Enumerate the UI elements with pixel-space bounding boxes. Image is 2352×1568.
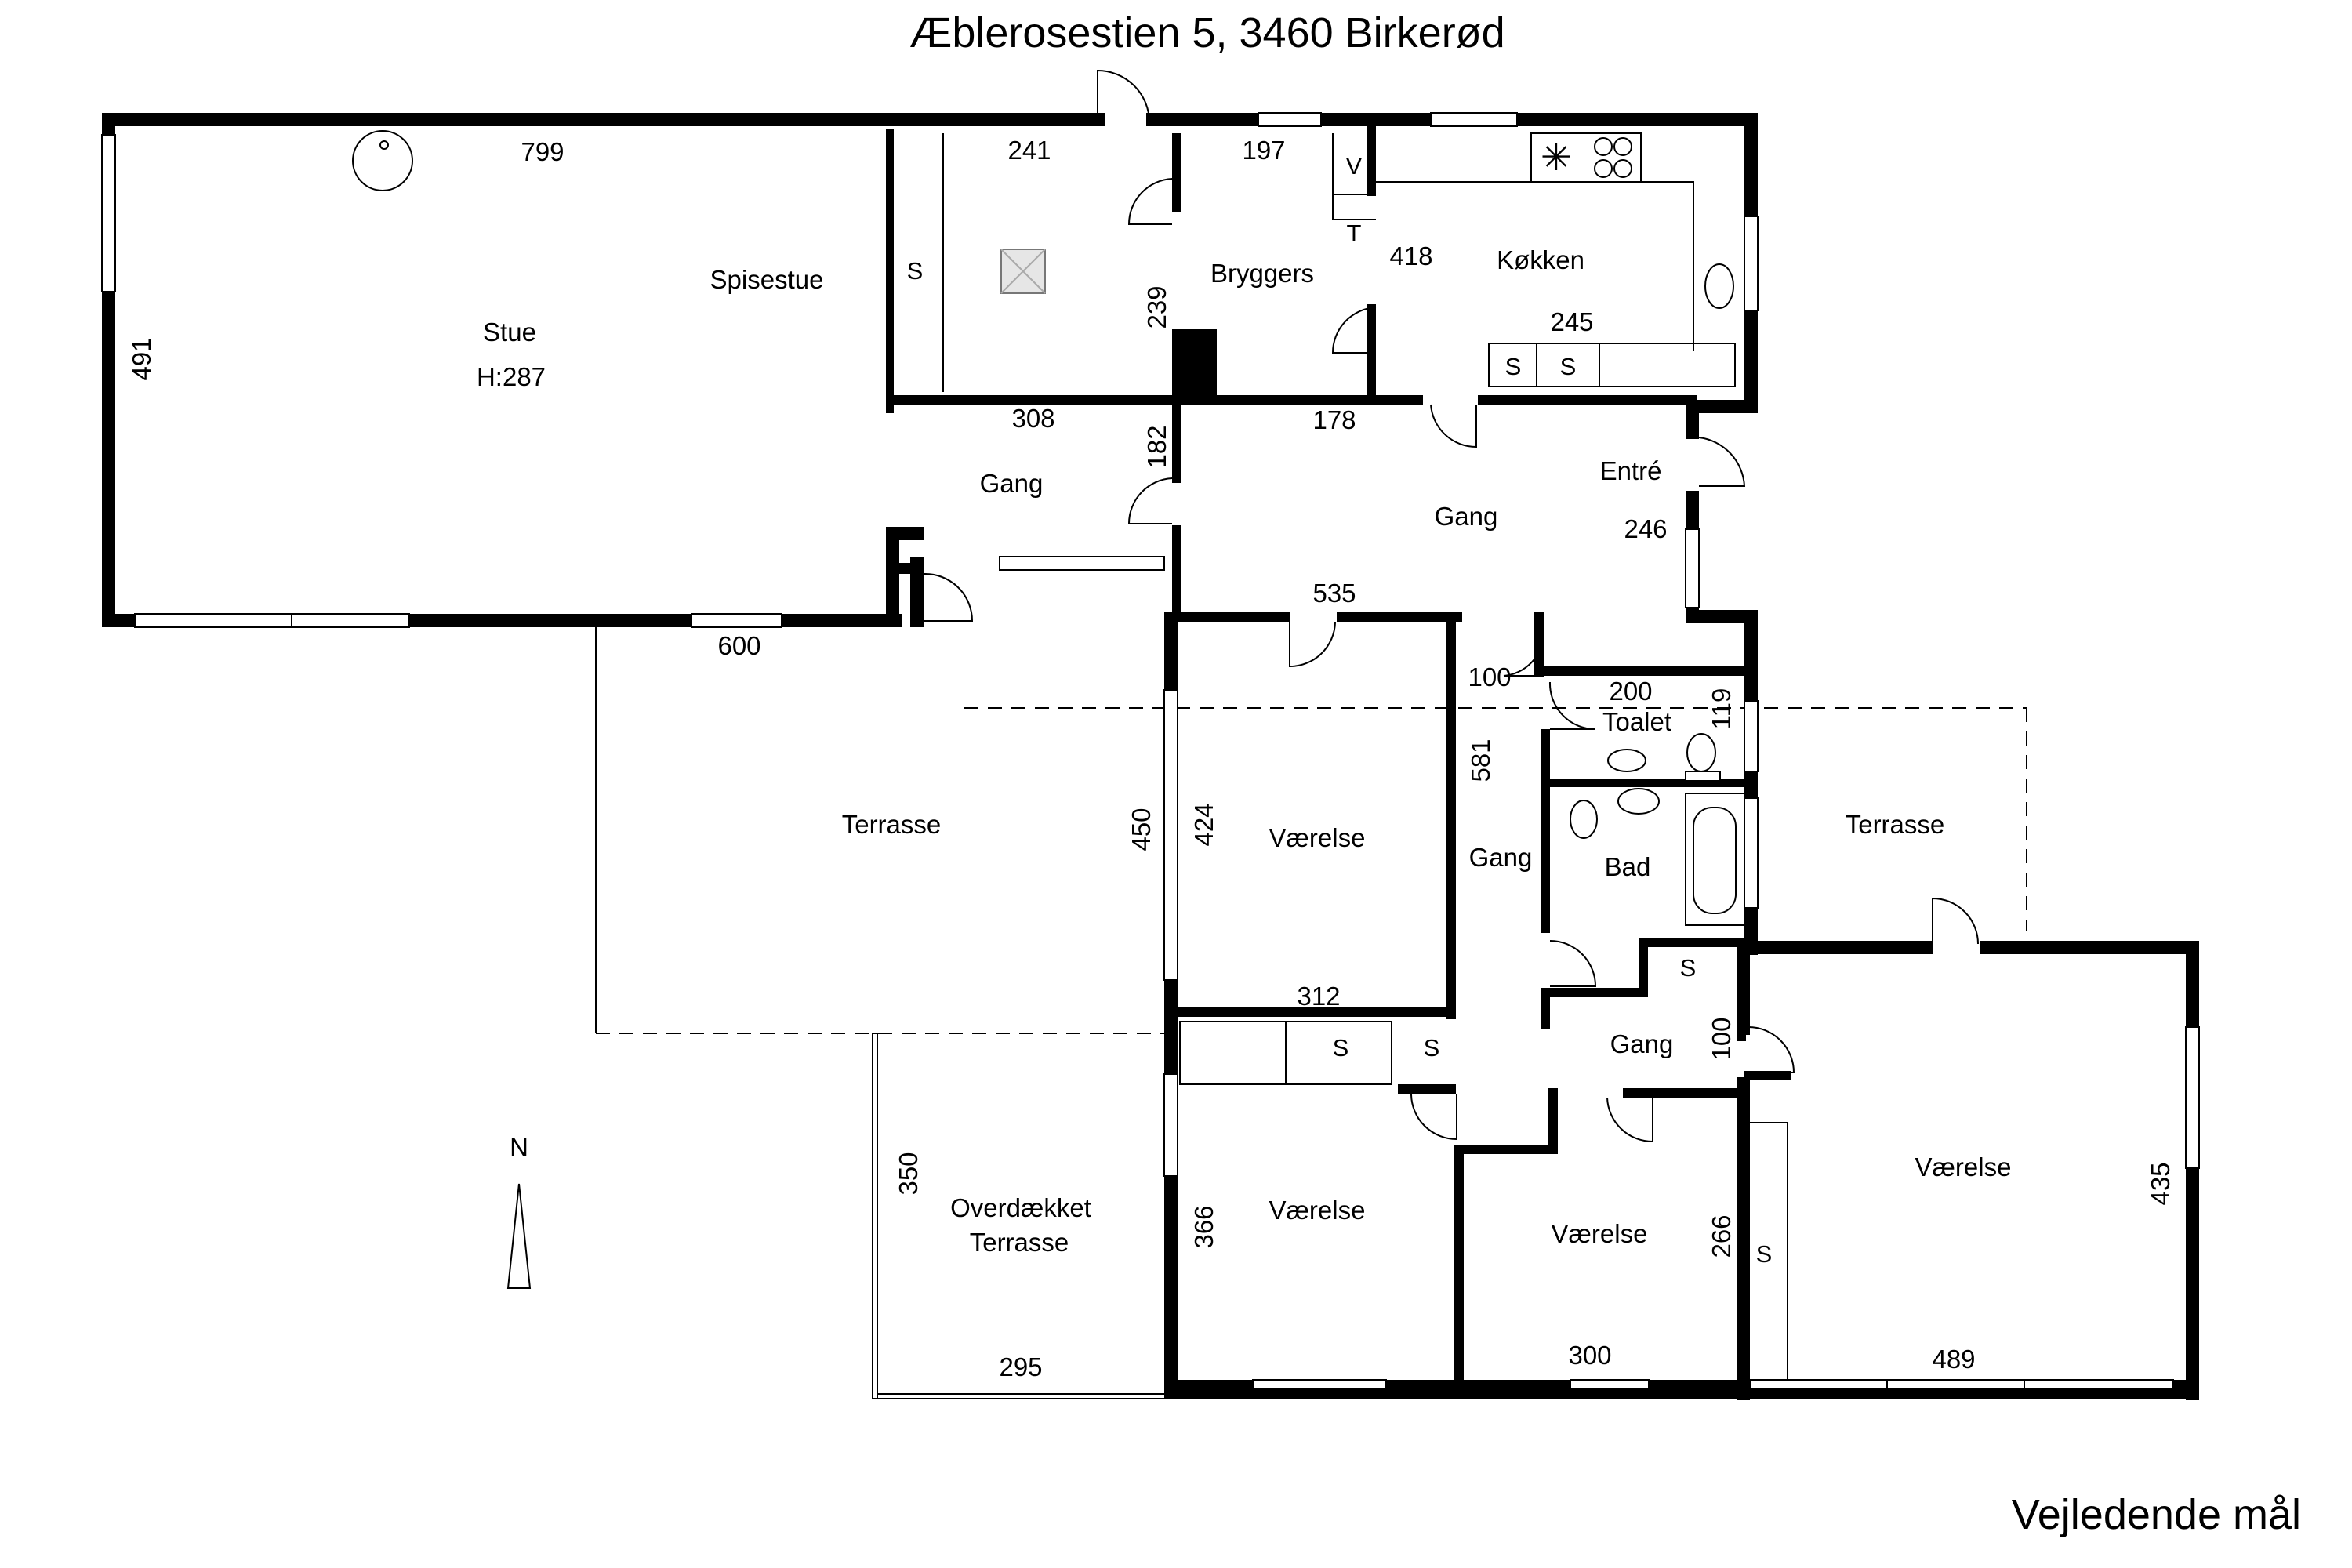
room-label-stue: Stue [483, 318, 536, 347]
round-table-icon [352, 130, 413, 191]
room-label-gang: Gang [1610, 1029, 1674, 1058]
dim-label: 418 [1389, 241, 1432, 270]
room-label-vaerelse: Værelse [1915, 1152, 2012, 1181]
dim-label: 600 [717, 631, 760, 660]
windows [101, 112, 2200, 1390]
dim-label: 435 [2146, 1162, 2175, 1205]
room-label-gang: Gang [980, 469, 1044, 498]
closet-label: S [907, 257, 924, 285]
room-label-kokken: Køkken [1497, 245, 1584, 274]
dim-label: 535 [1312, 579, 1356, 608]
toilet-icon [1686, 733, 1716, 772]
extractor-fan-icon: ✳ [1541, 137, 1572, 179]
fixture-labels: S V T S S S S S S [907, 152, 1773, 1268]
dim-label: 241 [1007, 136, 1051, 165]
room-label-spisestue: Spisestue [710, 265, 824, 294]
dim-label: 266 [1707, 1214, 1736, 1258]
closet-label: S [1505, 353, 1522, 380]
closet-label: S [1560, 353, 1577, 380]
compass-north-label: N [510, 1133, 528, 1162]
hand-basin-icon [1607, 749, 1646, 772]
dim-label: 489 [1932, 1345, 1975, 1374]
dim-label: 312 [1297, 982, 1340, 1011]
room-label-overdaekket-terrasse: Terrasse [970, 1228, 1069, 1257]
dim-label: 366 [1189, 1205, 1218, 1248]
dim-label: 200 [1609, 677, 1652, 706]
dim-label: 581 [1466, 739, 1495, 782]
room-label-vaerelse: Værelse [1269, 823, 1366, 852]
dim-label: 450 [1127, 808, 1156, 851]
bath-toilet-icon [1570, 800, 1598, 839]
dim-label: 197 [1242, 136, 1285, 165]
dimension-labels: 799 491 600 241 239 308 182 197 418 245 … [127, 136, 2175, 1381]
dim-label: 239 [1142, 285, 1171, 328]
room-label-terrasse: Terrasse [1846, 810, 1945, 839]
dim-label: 100 [1468, 662, 1511, 691]
room-label-overdaekket: Overdækket [950, 1193, 1091, 1222]
dim-label: 350 [894, 1152, 923, 1195]
dim-label: 308 [1011, 404, 1054, 433]
dim-label: 799 [521, 137, 564, 166]
door-swings [923, 69, 1979, 1143]
fridge-label: V [1346, 152, 1363, 180]
dim-label: 491 [127, 337, 156, 380]
fixtures: ✳ [352, 130, 1745, 1289]
closet-label: S [1680, 954, 1697, 982]
room-label-toalet: Toalet [1602, 707, 1671, 736]
address-title: Æblerosestien 5, 3460 Birkerød [909, 9, 1504, 56]
dim-label: 245 [1550, 307, 1593, 336]
dim-label: 300 [1568, 1341, 1611, 1370]
dim-label: 295 [999, 1352, 1042, 1381]
dim-label: 100 [1707, 1017, 1736, 1060]
disclaimer-note: Vejledende mål [2012, 1491, 2301, 1538]
room-label-gang: Gang [1435, 502, 1498, 531]
dim-label: 119 [1707, 688, 1736, 730]
closet-label: S [1333, 1034, 1349, 1062]
closet-label: S [1756, 1240, 1773, 1268]
room-label-vaerelse: Værelse [1552, 1219, 1648, 1248]
room-label-entre: Entré [1600, 456, 1662, 485]
bath-sink-icon [1617, 788, 1660, 815]
dim-label: 424 [1189, 803, 1218, 846]
dim-label: 178 [1312, 405, 1356, 434]
terrace-outlines [595, 133, 2027, 1399]
room-label-bad: Bad [1605, 852, 1651, 881]
closet-label: S [1424, 1034, 1440, 1062]
dim-label: 182 [1142, 425, 1171, 468]
room-label-vaerelse: Værelse [1269, 1196, 1366, 1225]
room-label-terrasse: Terrasse [842, 810, 942, 839]
room-label-gang: Gang [1469, 843, 1533, 872]
room-height-stue: H:287 [477, 362, 546, 391]
kitchen-sink-icon [1704, 263, 1734, 309]
room-label-bryggers: Bryggers [1210, 259, 1314, 288]
room-labels: Stue H:287 Spisestue Bryggers Køkken Gan… [477, 245, 2011, 1257]
dim-label: 246 [1624, 514, 1667, 543]
freezer-label: T [1347, 220, 1362, 247]
north-arrow-icon [506, 1183, 532, 1289]
